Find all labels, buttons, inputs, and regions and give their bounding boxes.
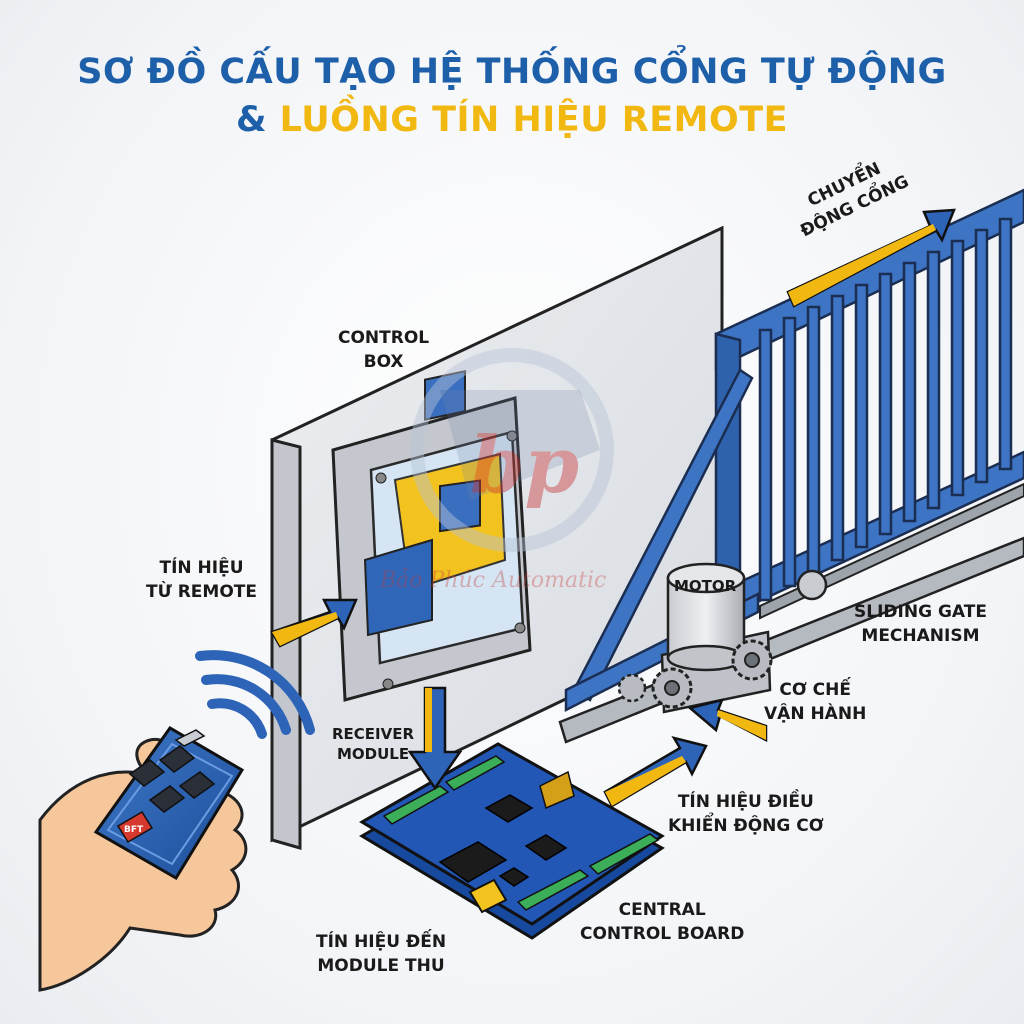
title-line-2: & LUỒNG TÍN HIỆU REMOTE [0, 100, 1024, 140]
label-receiver-module: RECEIVER MODULE [332, 725, 415, 763]
gate-bars [758, 217, 1013, 602]
arrow-gate-motion [786, 208, 956, 308]
remote-control: BFT [93, 726, 245, 881]
remote-brand-logo: BFT [124, 825, 144, 835]
title-ampersand: & [235, 100, 280, 140]
label-motor-signal: TÍN HIỆU ĐIỀU KHIỂN ĐỘNG CƠ [668, 792, 824, 836]
label-central-board: CENTRAL CONTROL BOARD [580, 900, 745, 944]
arrow-remote-to-box [270, 598, 358, 648]
label-signal-to-module: TÍN HIỆU ĐẾN MODULE THU [316, 932, 447, 976]
title-highlight: LUỒNG TÍN HIỆU REMOTE [279, 100, 789, 140]
arrow-board-to-motor [603, 736, 708, 808]
central-control-board [359, 742, 665, 940]
label-motor: MOTOR [674, 577, 737, 595]
arrow-receiver-down [407, 686, 463, 791]
watermark-mark: bp [470, 420, 579, 511]
watermark-text: Bảo Phúc Automatic [380, 568, 607, 593]
label-signal-from-remote: TÍN HIỆU TỪ REMOTE [146, 558, 257, 602]
watermark-logo: bp [410, 348, 614, 552]
label-sliding-gate: SLIDING GATE MECHANISM [854, 602, 987, 646]
motor-unit [617, 562, 773, 714]
gear-rack [759, 482, 1024, 620]
label-control-box: CONTROL BOX [338, 328, 430, 372]
title-line-1: SƠ ĐỒ CẤU TẠO HỆ THỐNG CỔNG TỰ ĐỘNG [77, 52, 947, 92]
radio-waves [195, 650, 315, 739]
arrow-mechanism [687, 698, 768, 743]
label-mechanism: CƠ CHẾ VẬN HÀNH [764, 680, 867, 724]
control-box [331, 369, 532, 702]
